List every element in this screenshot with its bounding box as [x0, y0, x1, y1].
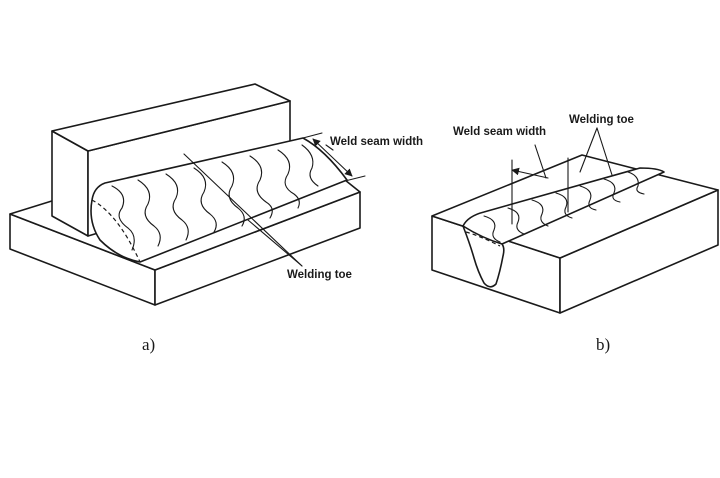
figure-b-butt-weld: Weld seam width Welding toe b) — [431, 114, 719, 354]
figure-b-welding-toe-label: Welding toe — [569, 114, 634, 126]
figure-b-weld-seam-width-label: Weld seam width — [453, 126, 546, 138]
figure-b-weld-seam-width-dimension — [511, 144, 569, 225]
figure-a-welding-toe-label: Welding toe — [287, 269, 352, 281]
figure-a-caption: a) — [142, 335, 155, 354]
figure-b-weld-cross-section — [462, 225, 505, 288]
figure-a-fillet-weld: Weld seam width Welding toe a) — [9, 83, 423, 354]
figure-a-weld-seam-width-dimension — [302, 132, 366, 182]
figure-a-weld-seam-width-label: Weld seam width — [330, 136, 423, 148]
figure-b-welding-toe-leaders — [579, 127, 613, 176]
figure-a-welding-toe-leaders — [183, 153, 303, 267]
figure-b-caption: b) — [596, 335, 610, 354]
